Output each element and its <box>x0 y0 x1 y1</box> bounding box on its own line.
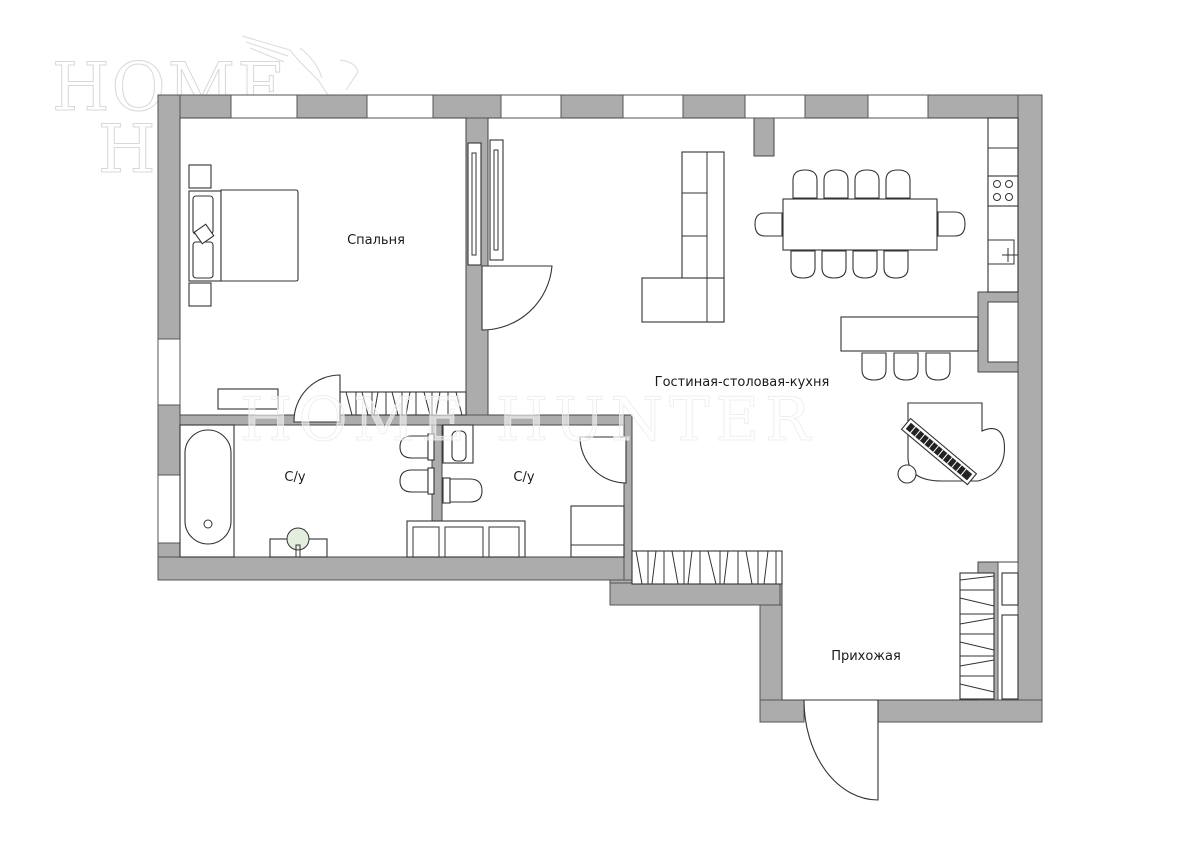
bar-stool <box>893 352 919 381</box>
bedroom-door[interactable] <box>481 265 553 331</box>
bar-stools <box>861 352 951 381</box>
kitchen-sink <box>987 239 1015 265</box>
living-closet <box>631 550 783 585</box>
window <box>366 94 434 119</box>
tank <box>442 477 451 504</box>
stove-burners-icon <box>993 180 1013 201</box>
window <box>622 94 684 119</box>
chair <box>821 250 847 279</box>
cushion <box>193 223 215 245</box>
label-hall: Прихожая <box>831 649 901 664</box>
closet-hangers <box>959 575 995 693</box>
closet-hangers <box>345 391 463 416</box>
watermark-center: HOME HUNTER <box>240 385 816 455</box>
right-wall <box>1017 94 1043 723</box>
living-furniture <box>631 117 1019 585</box>
drain-icon <box>203 519 213 529</box>
wardrobe-inner <box>493 149 499 251</box>
chair <box>823 169 849 199</box>
label-bedroom: Спальня <box>347 233 405 248</box>
washbasin <box>286 527 310 551</box>
entrance-door[interactable] <box>803 699 879 801</box>
sink <box>451 430 467 462</box>
tank <box>427 433 435 461</box>
chair <box>852 250 878 279</box>
hall-shelf <box>1001 614 1019 700</box>
bathroom-fixtures <box>179 424 625 558</box>
chair <box>790 250 816 279</box>
chair <box>792 169 818 199</box>
hall-bottom-wall-right <box>877 699 1043 723</box>
stove <box>987 175 1019 207</box>
closet-hangers <box>635 550 777 585</box>
washing-machine <box>570 505 625 558</box>
shower-unit <box>406 520 526 558</box>
wardrobe-inner <box>471 152 477 256</box>
shower-panel <box>444 526 484 558</box>
bedroom-floor <box>179 117 467 416</box>
chair <box>937 211 966 237</box>
bar-stool <box>925 352 951 381</box>
faucet-icon <box>295 544 301 558</box>
bath2-door[interactable] <box>579 436 627 484</box>
bed <box>220 189 299 282</box>
living-column <box>753 117 775 157</box>
dresser <box>217 388 279 410</box>
hall-closet <box>959 572 995 700</box>
bar-stool <box>861 352 887 381</box>
grand-piano-icon <box>900 402 1006 486</box>
chair <box>854 169 880 199</box>
shower-panel <box>488 526 520 558</box>
toilet <box>399 469 429 493</box>
tank <box>427 467 435 495</box>
dining-chairs <box>754 169 966 279</box>
piano-stool <box>897 464 917 484</box>
doors <box>293 265 879 801</box>
bathtub <box>184 429 232 545</box>
chair <box>883 250 909 279</box>
nightstand <box>188 282 212 307</box>
window <box>230 94 298 119</box>
bar-counter <box>840 316 979 352</box>
window <box>157 474 181 544</box>
kitchen-niche <box>987 301 1019 363</box>
hall-bottom-wall-left <box>759 699 805 723</box>
window <box>867 94 929 119</box>
bidet <box>399 435 429 459</box>
wardrobe-panel <box>489 139 504 261</box>
bath1-door[interactable] <box>293 374 341 423</box>
chair <box>885 169 911 199</box>
pillow <box>192 241 214 279</box>
window <box>500 94 562 119</box>
living-bottom-wall <box>609 582 805 606</box>
chair <box>754 212 783 237</box>
faucet-icon <box>1002 248 1018 262</box>
sofa-chaise <box>641 277 725 323</box>
label-living: Гостиная-столовая-кухня <box>655 375 830 390</box>
nightstand <box>188 164 212 189</box>
label-bath1: С/у <box>284 470 305 485</box>
label-bath2: С/у <box>513 470 534 485</box>
bedroom-furniture <box>188 139 504 416</box>
windows <box>157 94 929 544</box>
shower-panel <box>412 526 440 558</box>
hall-furniture <box>959 572 1019 700</box>
toilet <box>449 478 483 503</box>
room-labels: Спальня Гостиная-столовая-кухня С/у С/у … <box>284 233 900 664</box>
window <box>157 338 181 406</box>
hall-shelf <box>1001 572 1019 606</box>
bath-bottom-wall <box>157 556 633 581</box>
dining-table <box>782 198 938 251</box>
window <box>744 94 806 119</box>
wardrobe-panel <box>467 142 482 266</box>
